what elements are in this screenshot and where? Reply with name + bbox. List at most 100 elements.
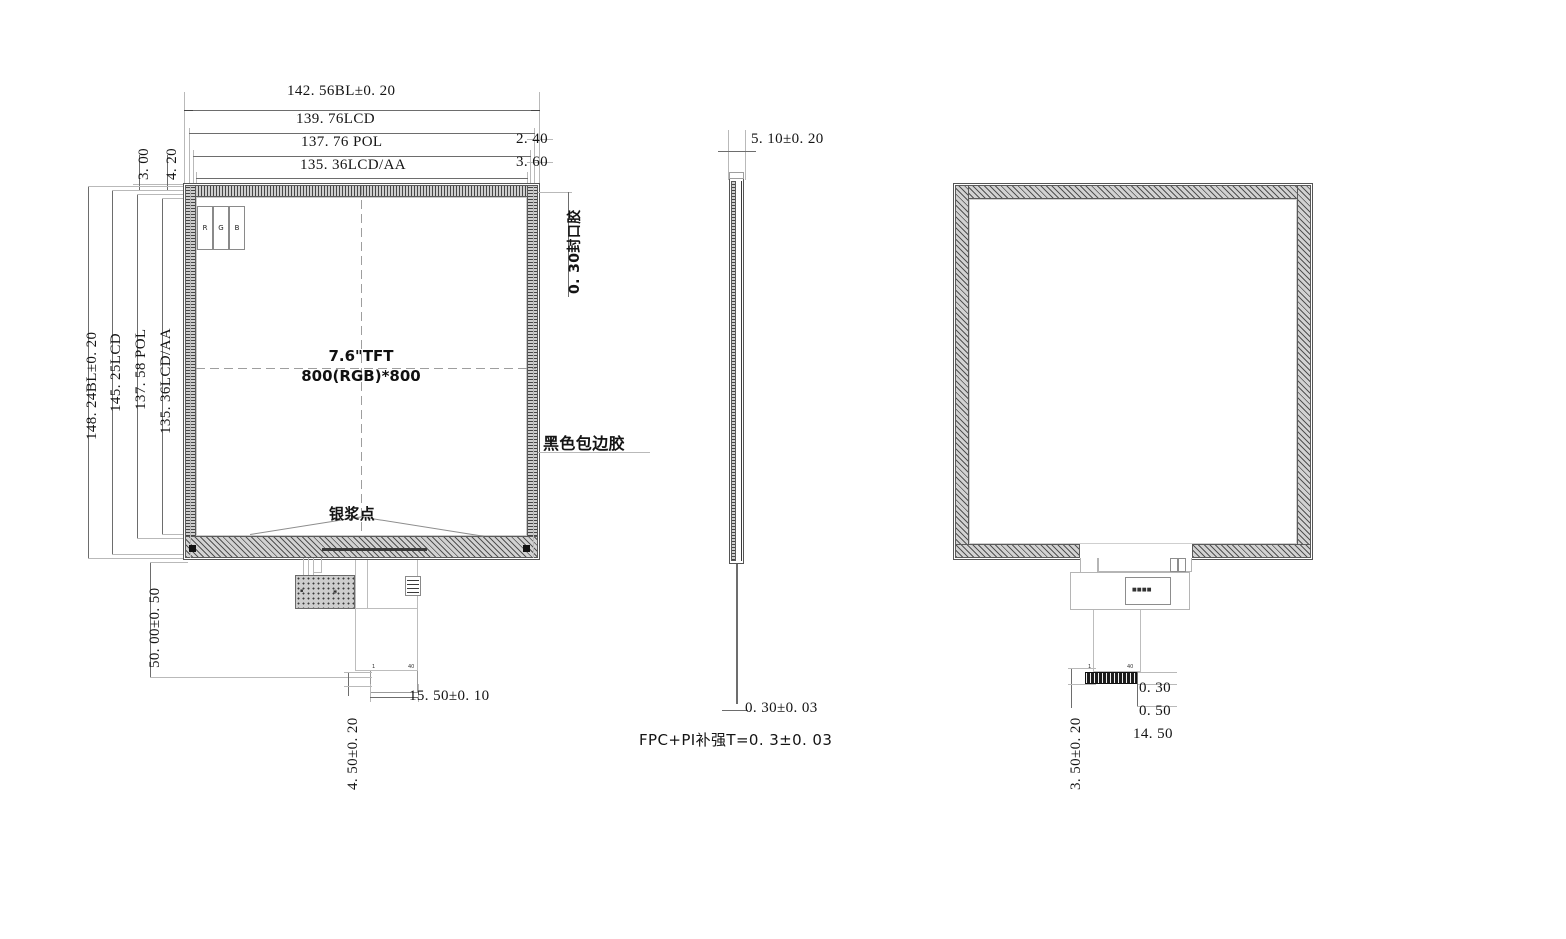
dim-fpc-width: 15. 50±0. 10 — [409, 688, 490, 704]
back-pin-last-mark: 40 — [1127, 664, 1134, 670]
ext-line-lcd-left — [189, 128, 190, 188]
ext-lcd-h-bot — [112, 554, 186, 555]
ext-line-off300 — [133, 184, 195, 185]
fpc-component-trace-2 — [407, 584, 419, 585]
back-connector-label: ■■■■ — [1132, 587, 1152, 593]
fpc-body-left-notch — [355, 560, 368, 609]
dim-line-off300 — [139, 155, 140, 191]
dim-back-030: 0. 30 — [1139, 680, 1171, 696]
ext-aa-h-bot — [162, 534, 188, 535]
back-frame-top — [955, 185, 1311, 199]
note-fpc-pi-reinforcement: FPC+PI补强T=0. 3±0. 03 — [639, 731, 833, 749]
annotation-seal-glue: 0. 30封口胶 — [567, 209, 583, 294]
dim-offset-240: 2. 40 — [516, 131, 548, 147]
fpc-trace-1 — [303, 558, 304, 576]
ext-side-thickness-left — [728, 130, 729, 180]
ext-back-350-bot — [1068, 684, 1096, 685]
dim-offset-420: 4. 20 — [164, 148, 180, 180]
dim-line-aa-width — [196, 178, 528, 179]
back-connector-housing — [1125, 577, 1171, 605]
rgb-cell-g-label: G — [218, 224, 224, 232]
ext-lcd-h-top — [112, 190, 186, 191]
ext-line-pol-right — [530, 150, 531, 188]
rgb-cell-r: R — [197, 206, 213, 250]
back-fpc-tail — [1093, 610, 1141, 672]
back-notch-tab-2 — [1178, 558, 1186, 572]
dim-line-bl-height — [88, 186, 89, 558]
dim-line-lcd-height — [112, 190, 113, 554]
dim-lcd-height: 145. 25LCD — [108, 333, 124, 412]
dim-back-350: 3. 50±0. 20 — [1068, 717, 1084, 790]
glass-edge-right — [533, 186, 534, 558]
corner-marker-right — [523, 545, 530, 552]
back-pin1-mark: 1 — [1088, 664, 1092, 670]
bottom-bezel-hatch — [185, 536, 538, 558]
dim-offset-300: 3. 00 — [136, 148, 152, 180]
ext-line-aa-right — [527, 172, 528, 188]
fpc-component-trace-1 — [407, 580, 419, 581]
dim-lcd-width: 139. 76LCD — [296, 111, 375, 127]
ext-line-aa-left — [196, 172, 197, 188]
ext-aa-h-top — [162, 198, 188, 199]
ext-fpc-width-right — [418, 684, 419, 702]
dim-aa-height: 135. 36LCD/AA — [158, 327, 174, 434]
fpc-component-trace-4 — [407, 592, 419, 593]
fpc-trace-join — [313, 572, 322, 573]
fpc-pin-last-mark: 40 — [408, 664, 415, 670]
dim-fpc-length: 50. 00±0. 50 — [147, 587, 163, 668]
fpc-ic-pad — [295, 575, 355, 609]
ext-back-d050 — [1137, 684, 1177, 685]
fpc-component-pad — [405, 576, 421, 596]
ext-line-off360 — [527, 162, 553, 163]
panel-size-label: 7.6"TFT — [328, 347, 394, 365]
back-golden-finger — [1085, 672, 1137, 684]
dim-pol-height: 137. 58 POL — [133, 328, 149, 411]
dim-line-fpc-thickness — [722, 710, 748, 711]
dim-line-seal-glue — [568, 192, 569, 297]
annotation-black-edge-glue: 黑色包边胶 — [543, 434, 626, 453]
ext-fpc-tail-bot — [344, 686, 372, 687]
back-frame-bottom-right — [1192, 544, 1311, 558]
dim-back-050: 0. 50 — [1139, 703, 1171, 719]
dim-side-thickness: 5. 10±0. 20 — [751, 131, 824, 147]
dim-back-1450: 14. 50 — [1133, 726, 1173, 742]
rgb-cell-r-label: R — [202, 224, 208, 232]
glass-edge-left — [190, 186, 191, 558]
dim-bl-width: 142. 56BL±0. 20 — [287, 83, 396, 99]
dim-line-side-thickness — [718, 151, 756, 152]
ext-side-thickness-right — [745, 130, 746, 180]
ext-back-350-top — [1068, 668, 1096, 669]
ext-line-off240 — [527, 139, 553, 140]
dim-bl-height: 148. 24BL±0. 20 — [84, 331, 100, 440]
dim-offset-360: 3. 60 — [516, 154, 548, 170]
ext-fpc-length-top — [150, 562, 188, 563]
fpc-trace-3 — [313, 558, 314, 576]
side-view-backlight-edge — [741, 181, 742, 561]
panel-spec: 7.6"TFT 800(RGB)*800 — [261, 346, 461, 386]
dim-line-aa-height — [162, 198, 163, 534]
ext-back-d030 — [1137, 672, 1177, 673]
corner-marker-left — [189, 545, 196, 552]
ext-line-pol-left — [193, 150, 194, 188]
cog-driver-strip — [322, 548, 427, 551]
leader-black-edge-glue — [538, 452, 650, 453]
dim-line-fpc-tail — [348, 672, 349, 696]
fpc-tail-strip — [355, 609, 418, 671]
ext-fpc-tail-top — [344, 672, 372, 673]
arrow-bl-left — [184, 110, 193, 111]
side-view-polarizer — [729, 172, 744, 179]
side-view-fpc — [736, 564, 738, 704]
ext-fpc-length-bot — [150, 677, 372, 678]
ext-seal-glue-top — [538, 192, 572, 193]
dim-line-pol-width — [193, 156, 531, 157]
rgb-cell-b: B — [229, 206, 245, 250]
ext-fpc-width-left — [370, 684, 371, 702]
dim-line-back-steps — [1137, 672, 1138, 706]
dim-line-pol-height — [137, 194, 138, 538]
annotation-silver-paste: 银浆点 — [329, 505, 376, 523]
ext-bl-h-top — [88, 186, 184, 187]
dim-line-bl-width — [184, 110, 540, 111]
arrow-bl-right — [531, 110, 540, 111]
fpc-pin1-mark: 1 — [372, 664, 376, 670]
